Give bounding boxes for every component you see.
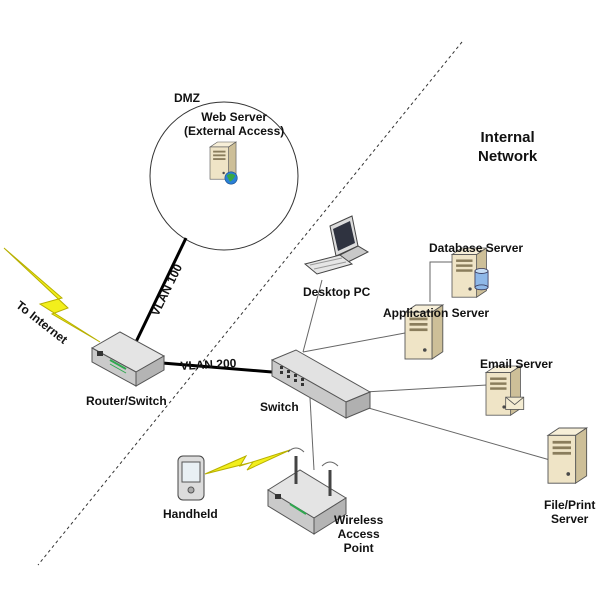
file-print-server-icon: [547, 427, 588, 484]
desktop-pc-icon: [303, 215, 370, 275]
switch-icon: [270, 349, 372, 419]
dmz-circle: [149, 101, 299, 251]
internal-network-label: Internal Network: [478, 129, 538, 165]
router-switch-icon: [90, 331, 166, 387]
switch-label: Switch: [260, 400, 299, 414]
vlan200-link: [149, 360, 273, 374]
vlan100-link: [133, 237, 188, 345]
dmz-label: DMZ: [174, 91, 200, 105]
wireless-lightning-icon: [204, 449, 291, 475]
link-switch-ap: [309, 397, 315, 471]
web-server-label: Web Server (External Access): [184, 110, 285, 138]
desktop-pc-label: Desktop PC: [303, 285, 371, 299]
application-server-label: Application Server: [383, 306, 490, 320]
internet-lightning-icon: [3, 247, 101, 343]
zone-separator-line: [37, 41, 463, 566]
router-switch-label: Router/Switch: [86, 394, 167, 408]
vlan200-label: VLAN 200: [180, 356, 237, 373]
database-server-label: Database Server: [429, 241, 524, 255]
wireless-ap-icon: [267, 447, 347, 535]
email-server-label: Email Server: [480, 357, 553, 371]
database-server-icon: [451, 247, 489, 298]
link-switch-appserver: [302, 332, 406, 353]
file-print-server-label: File/Print Server: [544, 498, 596, 526]
web-server-icon: [209, 141, 238, 185]
handheld-icon: [177, 455, 205, 501]
email-server-icon: [485, 365, 525, 416]
wireless-ap-label: Wireless Access Point: [334, 513, 384, 555]
link-switch-email: [364, 384, 488, 393]
link-app-db: [429, 261, 455, 302]
handheld-label: Handheld: [163, 507, 218, 521]
link-switch-desktop: [302, 279, 323, 353]
link-switch-fileserver: [357, 404, 551, 461]
